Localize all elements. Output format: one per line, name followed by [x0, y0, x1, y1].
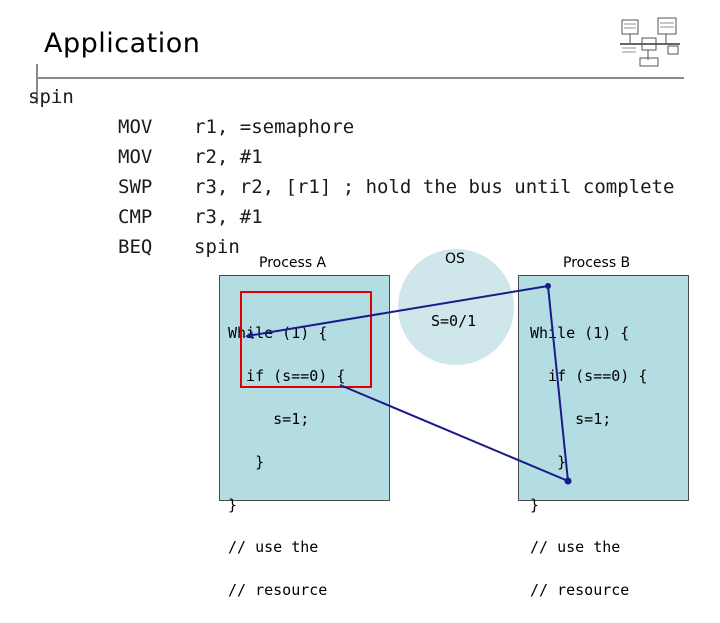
process-b-title: Process B [563, 255, 631, 271]
code-line: if (s==0) { [530, 367, 648, 386]
instruction-op: SWP [118, 176, 153, 198]
slide-title: Application [44, 28, 201, 59]
instruction-args: r3, r2, [r1] ; hold the bus until comple… [194, 176, 675, 198]
instruction-args: r3, #1 [194, 206, 263, 228]
title-side-rule [36, 64, 38, 104]
code-line: While (1) { [530, 324, 630, 343]
code-line: s=1; [530, 410, 612, 429]
semaphore-value: S=0/1 [431, 312, 477, 330]
code-line: While (1) { [228, 324, 328, 343]
code-line: } [530, 452, 567, 471]
process-a-title: Process A [259, 255, 327, 271]
code-line: } [228, 452, 265, 471]
code-line: if (s==0) { [228, 367, 346, 386]
code-line: } [228, 495, 238, 514]
instruction-args: r2, #1 [194, 146, 263, 168]
spin-label: spin [28, 86, 74, 108]
code-line: // use the [530, 538, 621, 557]
code-line: // resource [530, 581, 630, 600]
instruction-args: r1, =semaphore [194, 116, 355, 138]
code-line: s=1; [228, 410, 310, 429]
network-diagram-logo [620, 17, 680, 67]
code-line: // use the [228, 538, 319, 557]
code-line: // resource [228, 581, 328, 600]
os-label: OS [445, 251, 465, 267]
instruction-op: MOV [118, 116, 153, 138]
title-underline [36, 77, 684, 79]
instruction-op: BEQ [118, 236, 153, 258]
code-line: } [530, 495, 540, 514]
process-a-code: While (1) { if (s==0) { s=1; } } // use … [228, 302, 345, 623]
process-b-code: While (1) { if (s==0) { s=1; } } // use … [530, 302, 647, 623]
instruction-args: spin [194, 236, 240, 258]
instruction-op: MOV [118, 146, 153, 168]
instruction-op: CMP [118, 206, 153, 228]
